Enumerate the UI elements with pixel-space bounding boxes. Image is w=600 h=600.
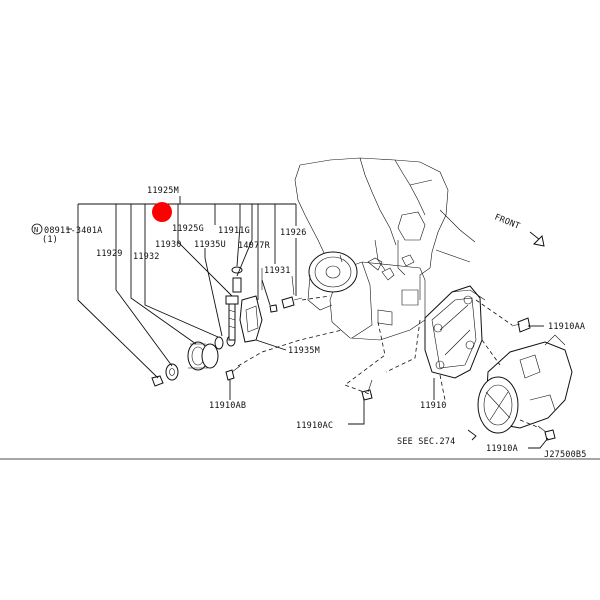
- label-11935U[interactable]: 11935U: [194, 240, 226, 250]
- label-see-sec-274[interactable]: SEE SEC.274: [397, 437, 456, 447]
- compressor-bracket: [424, 285, 486, 379]
- idler-assembly: [151, 266, 303, 387]
- label-14077R[interactable]: 14077R: [238, 241, 271, 251]
- label-11910AB[interactable]: 11910AB: [209, 401, 246, 411]
- label-front: FRONT: [493, 213, 521, 232]
- front-direction-arrow: [529, 231, 545, 247]
- leader-lines: [66, 196, 549, 449]
- label-quantity: (1): [42, 235, 58, 245]
- engine-block: [294, 157, 476, 341]
- label-11932[interactable]: 11932: [133, 252, 160, 262]
- nut-symbol-circle: [31, 223, 43, 235]
- label-08911-3401A[interactable]: 08911-3401A: [44, 226, 103, 236]
- assembly-lines: [237, 295, 541, 429]
- label-11925M[interactable]: 11925M: [147, 186, 179, 196]
- nut-symbol: N: [34, 226, 38, 234]
- label-11925G[interactable]: 11925G: [172, 224, 204, 234]
- highlight-marker: [152, 202, 172, 222]
- label-11910AA[interactable]: 11910AA: [548, 322, 585, 332]
- label-11911G[interactable]: 11911G: [218, 226, 250, 236]
- label-11910A[interactable]: 11910A: [486, 444, 518, 454]
- label-11910AC[interactable]: 11910AC: [296, 421, 333, 431]
- label-11930[interactable]: 11930: [155, 240, 182, 250]
- mounting-bolts: [361, 317, 556, 441]
- label-11935M[interactable]: 11935M: [288, 346, 320, 356]
- label-11926[interactable]: 11926: [280, 228, 307, 238]
- label-11931[interactable]: 11931: [264, 266, 291, 276]
- ac-compressor: [477, 334, 573, 434]
- label-11910[interactable]: 11910: [420, 401, 447, 411]
- label-11929[interactable]: 11929: [96, 249, 123, 259]
- diagram-code: J27500B5: [544, 450, 587, 460]
